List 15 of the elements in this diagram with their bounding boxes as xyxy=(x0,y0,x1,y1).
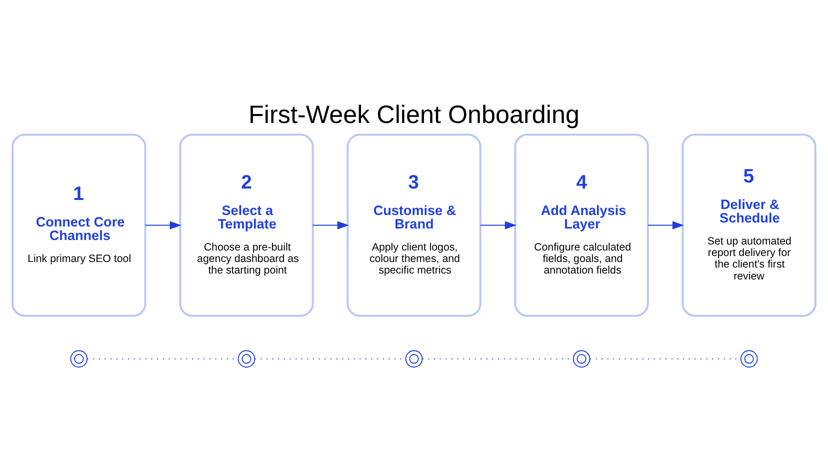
arrow xyxy=(312,221,349,230)
arrow xyxy=(144,221,182,230)
node-circle xyxy=(70,350,88,368)
node-box: 1 Connect Core Channels Link primary SEO tool xyxy=(12,134,146,317)
node-circle xyxy=(740,350,758,368)
node-circle xyxy=(405,350,423,368)
diagram-title: First-Week Client Onboarding xyxy=(248,100,580,129)
node-box: 3 Customise & Brand Apply client logos, colour themes, and specific metrics xyxy=(346,134,482,317)
node-circle xyxy=(238,350,256,368)
arrow xyxy=(647,221,684,230)
node-circle xyxy=(572,350,590,368)
node-box: 2 Select a Template Choose a pre-built agency dashboard as the starting point xyxy=(179,134,314,317)
arrow xyxy=(480,221,517,230)
node-box: 5 Deliver & Schedule Set up automated report delivery for the client's first review xyxy=(682,134,816,317)
node-box: 4 Add Analysis Layer Configure calculated fields, goals, and annotation fields xyxy=(514,134,649,317)
